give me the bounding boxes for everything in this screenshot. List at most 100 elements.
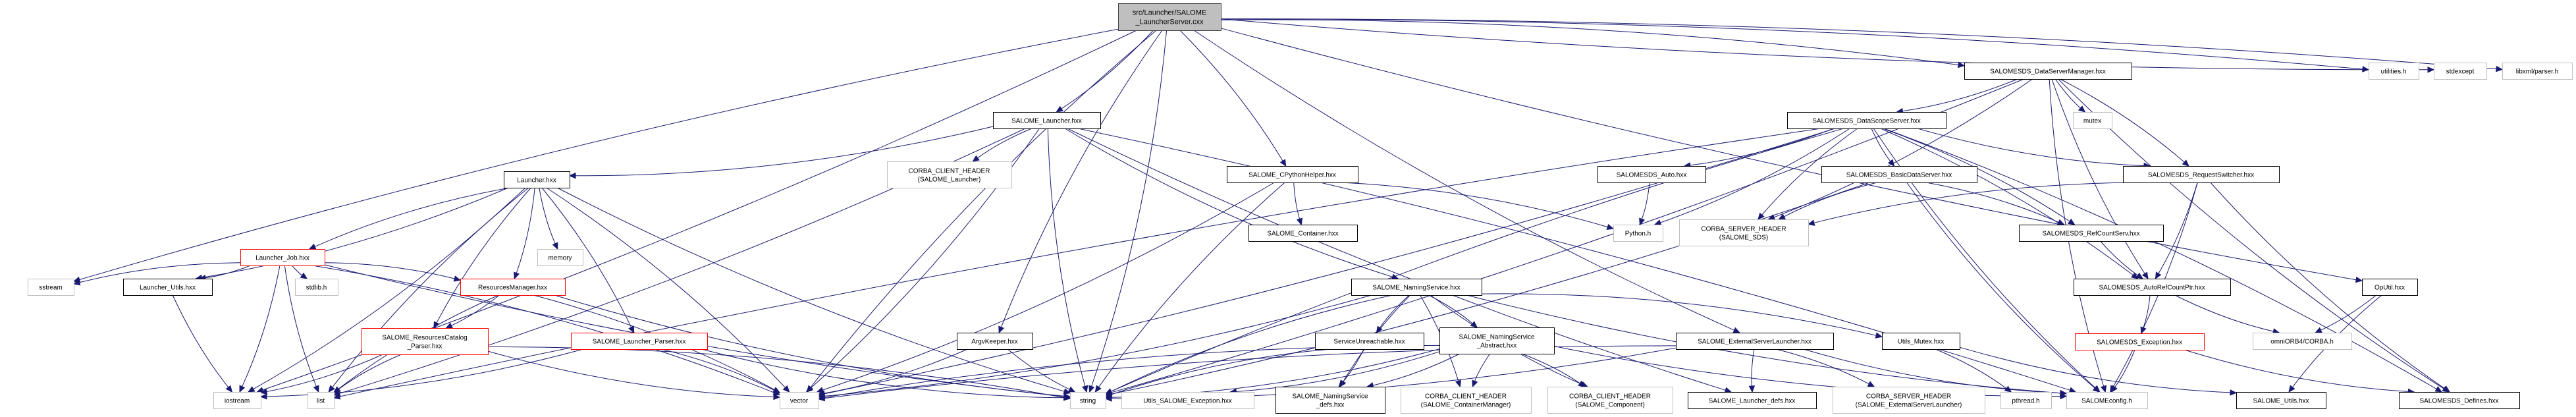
node-sds-auto-ref-count-ptr[interactable]: SALOMESDS_AutoRefCountPtr.hxx: [2074, 279, 2231, 296]
node-external-server-launcher[interactable]: SALOME_ExternalServerLauncher.hxx: [1676, 333, 1834, 350]
node-sds-request-switcher[interactable]: SALOMESDS_RequestSwitcher.hxx: [2123, 166, 2280, 183]
node-sds-data-scope-server[interactable]: SALOMESDS_DataScopeServer.hxx: [1787, 112, 1946, 129]
edge-root-to-sstream: [79, 28, 1119, 280]
node-label: SALOME_ExternalServerLauncher.hxx: [1698, 339, 1811, 346]
arrowhead-icon: [308, 243, 317, 250]
node-utils-mutex[interactable]: Utils_Mutex.hxx: [1882, 333, 1960, 350]
edge-sds_auto_ref_count_ptr-to-omniorb_corba: [2174, 294, 2274, 332]
node-op-util[interactable]: OpUtil.hxx: [2362, 279, 2418, 296]
node-sds-exception[interactable]: SALOMESDS_Exception.hxx: [2075, 333, 2205, 350]
edge-root-to-libxml_parser: [1220, 18, 2497, 70]
arrowhead-icon: [1958, 61, 1966, 69]
node-corba-server-external: CORBA_SERVER_HEADER(SALOME_ExternalServe…: [1833, 387, 1985, 414]
node-label: CORBA_CLIENT_HEADER: [909, 168, 990, 175]
node-label: SALOME_NamingService: [1459, 334, 1534, 341]
arrowhead-icon: [1778, 213, 1786, 220]
edge-sds_data_scope_server-to-list: [339, 128, 1821, 397]
node-naming-service-defs[interactable]: SALOME_NamingService_defs.hxx: [1275, 387, 1385, 414]
node-label: SALOMESDS_RequestSwitcher.hxx: [2148, 172, 2254, 179]
edge-sds_request_switcher-to-sds_auto_ref_count_ptr: [2158, 182, 2198, 274]
edge-sds_data_scope_server-to-sds_auto_ref_count_ptr: [1880, 128, 2133, 275]
node-label: Launcher.hxx: [517, 177, 556, 184]
node-argv-keeper[interactable]: ArgvKeeper.hxx: [957, 333, 1033, 350]
node-resources-catalog-parser[interactable]: SALOME_ResourcesCatalog_Parser.hxx: [362, 328, 489, 355]
arrowhead-icon: [2362, 66, 2370, 72]
node-box: [780, 392, 819, 409]
node-naming-service-abstract[interactable]: SALOME_NamingService_Abstract.hxx: [1439, 327, 1555, 354]
node-box: [240, 249, 325, 266]
node-label: iostream: [225, 398, 250, 405]
node-box: [2066, 392, 2148, 409]
edge-op_util-to-omniorb_corba: [2321, 294, 2377, 331]
arrowhead-icon: [2355, 276, 2363, 283]
node-launcher[interactable]: Launcher.hxx: [504, 171, 570, 188]
arrowhead-icon: [2315, 327, 2322, 333]
node-sds-ref-count-serv[interactable]: SALOMESDS_RefCountServ.hxx: [2019, 225, 2164, 242]
node-list: list: [308, 392, 335, 409]
edge-launcher-to-launcher_job: [314, 187, 510, 247]
node-service-unreachable[interactable]: ServiceUnreachable.hxx: [1315, 333, 1424, 350]
node-box: [1351, 279, 1482, 296]
arrowhead-icon: [247, 386, 255, 393]
node-launcher-job[interactable]: Launcher_Job.hxx: [240, 249, 325, 266]
node-resources-manager[interactable]: ResourcesManager.hxx: [460, 279, 566, 296]
edge-sds_basic_data_server-to-sds_ref_count_serv: [1925, 182, 2059, 223]
node-label: CORBA_CLIENT_HEADER: [1425, 393, 1507, 401]
node-box: [2369, 63, 2419, 80]
node-sds-data-server-manager[interactable]: SALOMESDS_DataServerManager.hxx: [1964, 63, 2132, 80]
node-sds-defines[interactable]: SALOMESDS_Defines.hxx: [2399, 392, 2520, 409]
edge-sds_data_server_manager-to-sds_request_switcher: [2060, 78, 2185, 163]
edge-external_server_launcher-to-launcher_defs: [1751, 348, 1755, 387]
edge-launcher_job-to-stdlib: [291, 265, 303, 276]
arrowhead-icon: [2141, 271, 2149, 280]
edge-launcher_job-to-resources_manager: [324, 262, 455, 279]
edge-launcher-to-launcher_parser: [541, 187, 632, 328]
node-box: [2399, 392, 2520, 409]
node-launcher-parser[interactable]: SALOME_Launcher_Parser.hxx: [571, 333, 708, 350]
edge-root-to-external_server_launcher: [1193, 30, 1734, 331]
node-sds-basic-data-server[interactable]: SALOMESDS_BasicDataServer.hxx: [1821, 166, 1977, 183]
node-label: SALOME_Container.hxx: [1267, 231, 1338, 238]
edge-sds_basic_data_server-to-salome_config: [1906, 182, 2095, 389]
edge-sds_request_switcher-to-corba_server_sds: [1813, 182, 2137, 223]
node-box: [1401, 387, 1532, 414]
node-corba-client-component: CORBA_CLIENT_HEADER(SALOME_Component): [1547, 387, 1673, 414]
node-label: utilities.h: [2381, 69, 2407, 76]
node-label: SALOME_CPythonHelper.hxx: [1248, 172, 1336, 179]
node-salome-launcher[interactable]: SALOME_Launcher.hxx: [993, 112, 1101, 129]
node-box: [1882, 333, 1960, 350]
node-salome-container[interactable]: SALOME_Container.hxx: [1248, 225, 1358, 242]
arrowhead-icon: [453, 275, 462, 282]
arrowhead-icon: [239, 385, 246, 393]
edge-launcher_parser-to-vector: [661, 348, 775, 391]
node-label: Utils_Mutex.hxx: [1898, 339, 1945, 346]
edge-cpython_helper-to-vector: [822, 182, 1275, 391]
node-box: [460, 279, 566, 296]
arrowhead-icon: [1470, 321, 1478, 328]
node-corba-client-launcher: CORBA_CLIENT_HEADER(SALOME_Launcher): [887, 161, 1012, 188]
node-cpython-helper[interactable]: SALOME_CPythonHelper.hxx: [1227, 166, 1358, 183]
arrowhead-icon: [772, 387, 781, 394]
edge-cpython_helper-to-salome_container: [1293, 182, 1301, 219]
arrowhead-icon: [1867, 381, 1875, 387]
edge-sds_auto_ref_count_ptr-to-sds_exception: [2143, 294, 2151, 328]
arrowhead-icon: [259, 388, 268, 395]
arrowhead-icon: [1639, 217, 1646, 226]
edge-resources_manager-to-string: [554, 294, 1065, 397]
edge-service_unreachable-to-naming_service_defs: [1342, 348, 1364, 383]
node-label: _defs.hxx: [1316, 402, 1345, 409]
node-launcher-utils[interactable]: Launcher_Utils.hxx: [123, 279, 213, 296]
node-utilities-h: utilities.h: [2369, 63, 2419, 80]
node-box: [1613, 225, 1663, 242]
edge-external_server_launcher-to-salome_config: [1803, 348, 2061, 394]
node-box: [1439, 327, 1555, 354]
node-root[interactable]: src/Launcher/SALOME_LauncherServer.cxx: [1118, 3, 1221, 31]
edges-layer: [72, 18, 2504, 402]
node-salome-utils[interactable]: SALOME_Utils.hxx: [2236, 392, 2326, 409]
edge-salome_launcher-to-launcher: [575, 126, 994, 177]
node-memory: memory: [537, 249, 583, 266]
node-sds-auto[interactable]: SALOMESDS_Auto.hxx: [1597, 166, 1706, 183]
node-naming-service[interactable]: SALOME_NamingService.hxx: [1351, 279, 1482, 296]
node-launcher-defs[interactable]: SALOME_Launcher_defs.hxx: [1688, 392, 1817, 409]
arrowhead-icon: [817, 395, 825, 402]
